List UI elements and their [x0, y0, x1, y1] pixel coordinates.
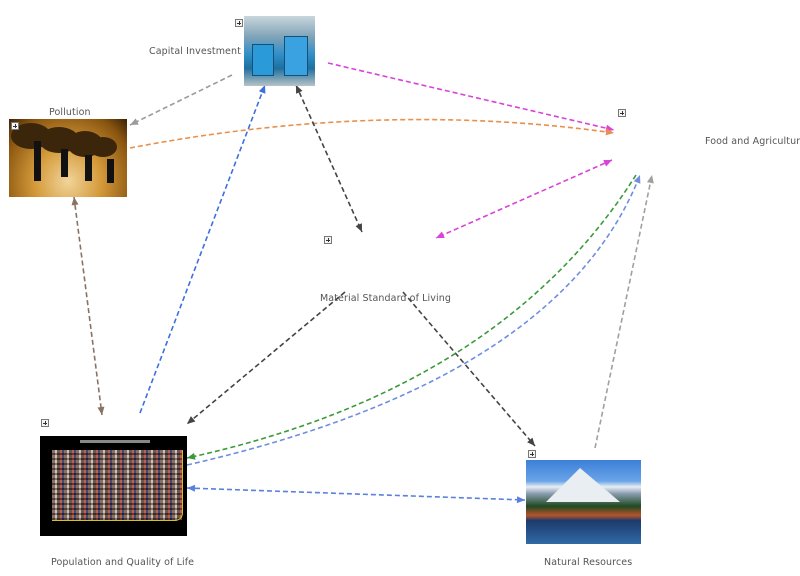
expand-food-icon[interactable] — [618, 109, 626, 117]
node-image-population-chart[interactable] — [40, 436, 187, 536]
expand-population-icon[interactable] — [41, 419, 49, 427]
edge-food-to-material[interactable] — [435, 159, 613, 239]
edge-natural-to-food[interactable] — [594, 174, 653, 449]
node-label-population: Population and Quality of Life — [51, 557, 195, 568]
edge-arrowhead — [187, 484, 196, 492]
edge-population-to-capital[interactable] — [139, 84, 266, 414]
edge-arrowhead — [605, 128, 614, 136]
edge-arrowhead — [258, 85, 266, 94]
edge-arrowhead — [97, 406, 105, 415]
edge-arrowhead — [187, 452, 196, 460]
edge-capital-to-pollution[interactable] — [129, 74, 233, 126]
edge-arrowhead — [633, 175, 641, 184]
edge-arrowhead — [516, 496, 525, 504]
edge-population-to-food[interactable] — [186, 174, 641, 466]
edge-food-to-population[interactable] — [186, 174, 637, 459]
edge-arrowhead — [355, 223, 362, 232]
edge-material-to-natural[interactable] — [402, 291, 536, 447]
node-label-pollution: Pollution — [49, 107, 91, 118]
expand-capital-icon[interactable] — [235, 19, 243, 27]
node-image-capital-factory[interactable] — [244, 16, 315, 86]
edge-capital-to-food[interactable] — [327, 62, 615, 131]
expand-material-icon[interactable] — [324, 236, 332, 244]
node-label-capital: Capital Investment — [149, 46, 241, 57]
node-label-natural: Natural Resources — [544, 557, 633, 568]
node-image-natural-mountain-lake[interactable] — [526, 460, 641, 544]
edge-arrowhead — [187, 416, 196, 424]
edge-population-to-natural[interactable] — [186, 487, 526, 501]
expand-natural-icon[interactable] — [528, 450, 536, 458]
edge-material-to-population[interactable] — [186, 291, 346, 425]
edge-arrowhead — [130, 118, 139, 125]
node-image-pollution-smokestacks[interactable] — [9, 119, 127, 197]
expand-pollution-icon[interactable] — [11, 122, 19, 130]
edge-arrowhead — [527, 437, 535, 446]
node-label-food: Food and Agriculture — [705, 136, 800, 147]
edge-arrowhead — [646, 175, 654, 184]
edge-arrowhead — [71, 197, 79, 206]
edge-capital-to-material[interactable] — [295, 84, 363, 233]
node-label-material: Material Standard of Living — [320, 293, 451, 304]
edge-arrowhead — [436, 231, 445, 238]
edge-arrowhead — [603, 160, 612, 167]
edge-pollution-to-population[interactable] — [73, 196, 103, 416]
edge-pollution-to-food[interactable] — [129, 118, 615, 149]
edge-arrowhead — [296, 85, 303, 94]
